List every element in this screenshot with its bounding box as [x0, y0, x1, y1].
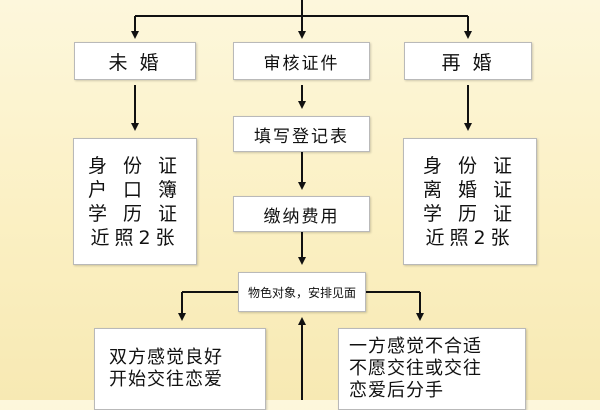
outcome-bad-box: 一方感觉不合适 不愿交往或交往 恋爱后分手 — [338, 328, 526, 410]
remarried-box: 再 婚 — [404, 42, 532, 80]
match-and-meet-box: 物色对象，安排见面 — [238, 272, 366, 312]
outcome-bad-line: 不愿交往或交往 — [349, 358, 482, 379]
outcome-bad-line: 恋爱后分手 — [349, 380, 444, 401]
fill-form-box: 填写登记表 — [233, 116, 370, 152]
unmarried-doc-item: 身 份 证 — [87, 154, 183, 177]
outcome-good-line: 双方感觉良好 — [109, 347, 223, 368]
unmarried-doc-item: 近照2张 — [90, 226, 180, 249]
flowchart-connectors — [131, 0, 472, 400]
remarried-doc-item: 学 历 证 — [422, 202, 518, 225]
remarried-documents-box: 身 份 证 离 婚 证 学 历 证 近照2张 — [403, 138, 537, 265]
verify-documents-box: 审核证件 — [233, 42, 370, 80]
pay-fee-box: 缴纳费用 — [233, 196, 370, 232]
remarried-doc-item: 身 份 证 — [422, 154, 518, 177]
unmarried-documents-box: 身 份 证 户 口 簿 学 历 证 近照2张 — [73, 138, 197, 265]
unmarried-doc-item: 户 口 簿 — [87, 178, 183, 201]
remarried-doc-item: 近照2张 — [425, 226, 515, 249]
unmarried-doc-item: 学 历 证 — [87, 202, 183, 225]
remarried-doc-item: 离 婚 证 — [422, 178, 518, 201]
unmarried-box: 未 婚 — [74, 42, 196, 80]
outcome-bad-line: 一方感觉不合适 — [349, 336, 482, 357]
outcome-good-line: 开始交往恋爱 — [109, 369, 223, 390]
outcome-good-box: 双方感觉良好 开始交往恋爱 — [94, 328, 266, 410]
